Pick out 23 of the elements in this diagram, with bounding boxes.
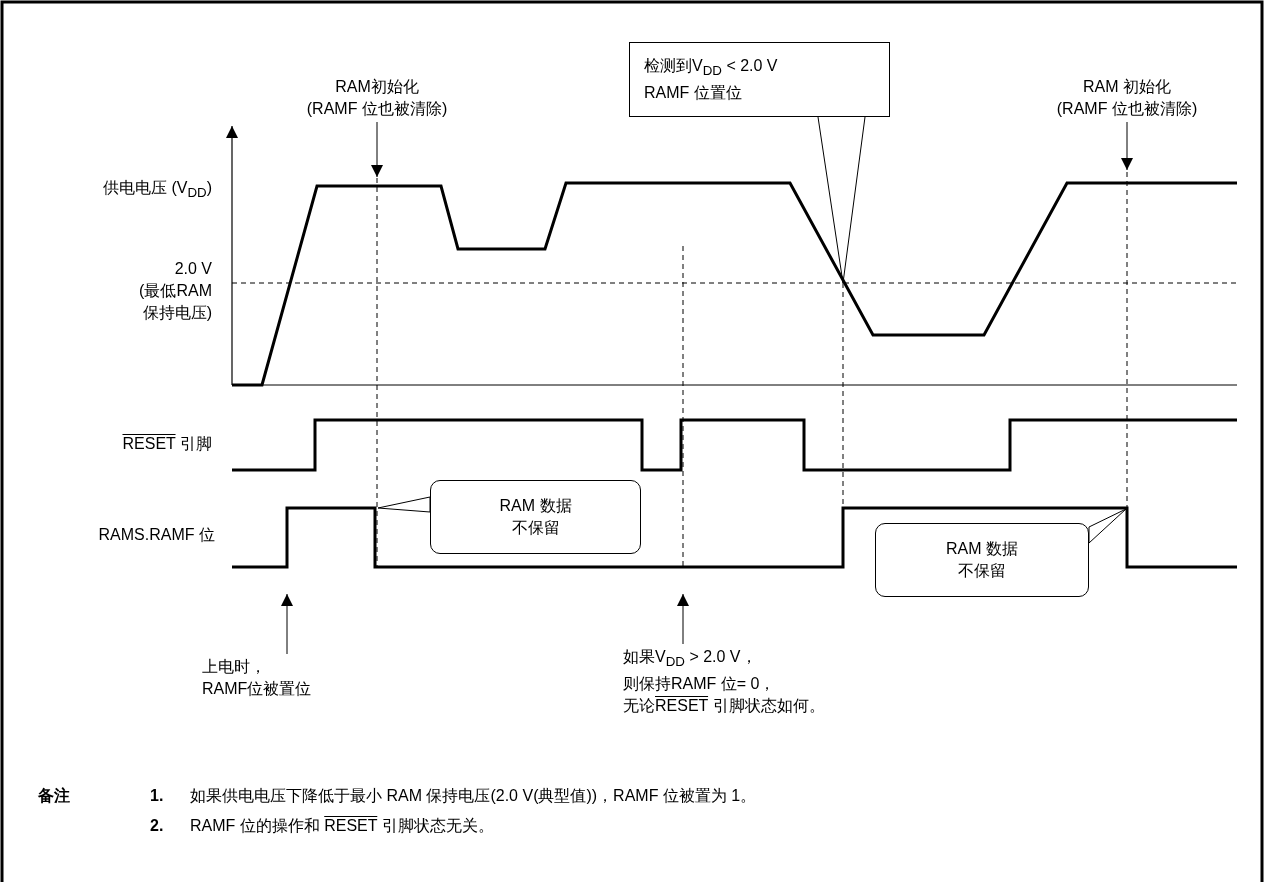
note-text: 如果供电电压下降低于最小 RAM 保持电压(2.0 V(典型值))，RAMF 位被置为 1。: [190, 786, 758, 806]
arrow: [371, 121, 383, 178]
arrow: [677, 593, 689, 645]
signal-label: RAMS.RAMF 位: [97, 525, 215, 545]
callout-box: 检测到V$_{DD}$ < 2.0 V RAMF 位置位: [629, 42, 890, 117]
annotation-text: 如果V$_{DD}$ > 2.0 V，则保持RAMF 位= 0，无论RESET 引脚状态如何。: [623, 646, 853, 718]
callout-pointer: [377, 496, 431, 513]
axis-label: (最低RAM保持电压): [138, 281, 212, 323]
arrow: [281, 593, 293, 655]
note-heading: 备注: [38, 786, 71, 806]
note-number: 2.: [150, 816, 165, 836]
callout-pointer: [1088, 508, 1127, 544]
annotation-text: 上电时，RAMF位被置位: [202, 656, 332, 700]
annotation-text: RAM 初始化(RAMF 位也被清除): [1037, 76, 1217, 120]
axis-label: 2.0 V: [173, 259, 212, 279]
callout-box: RAM 数据不保留: [430, 480, 641, 554]
note-text: RAMF 位的操作和 RESET 引脚状态无关。: [190, 816, 495, 836]
callout-box: RAM 数据不保留: [875, 523, 1089, 597]
signal-label: RESET 引脚: [121, 434, 212, 454]
axis-label: 供电电压 (V$_{DD}$): [101, 178, 212, 203]
arrow: [1121, 121, 1133, 171]
note-number: 1.: [150, 786, 165, 806]
annotation-text: RAM初始化(RAMF 位也被清除): [287, 76, 467, 120]
